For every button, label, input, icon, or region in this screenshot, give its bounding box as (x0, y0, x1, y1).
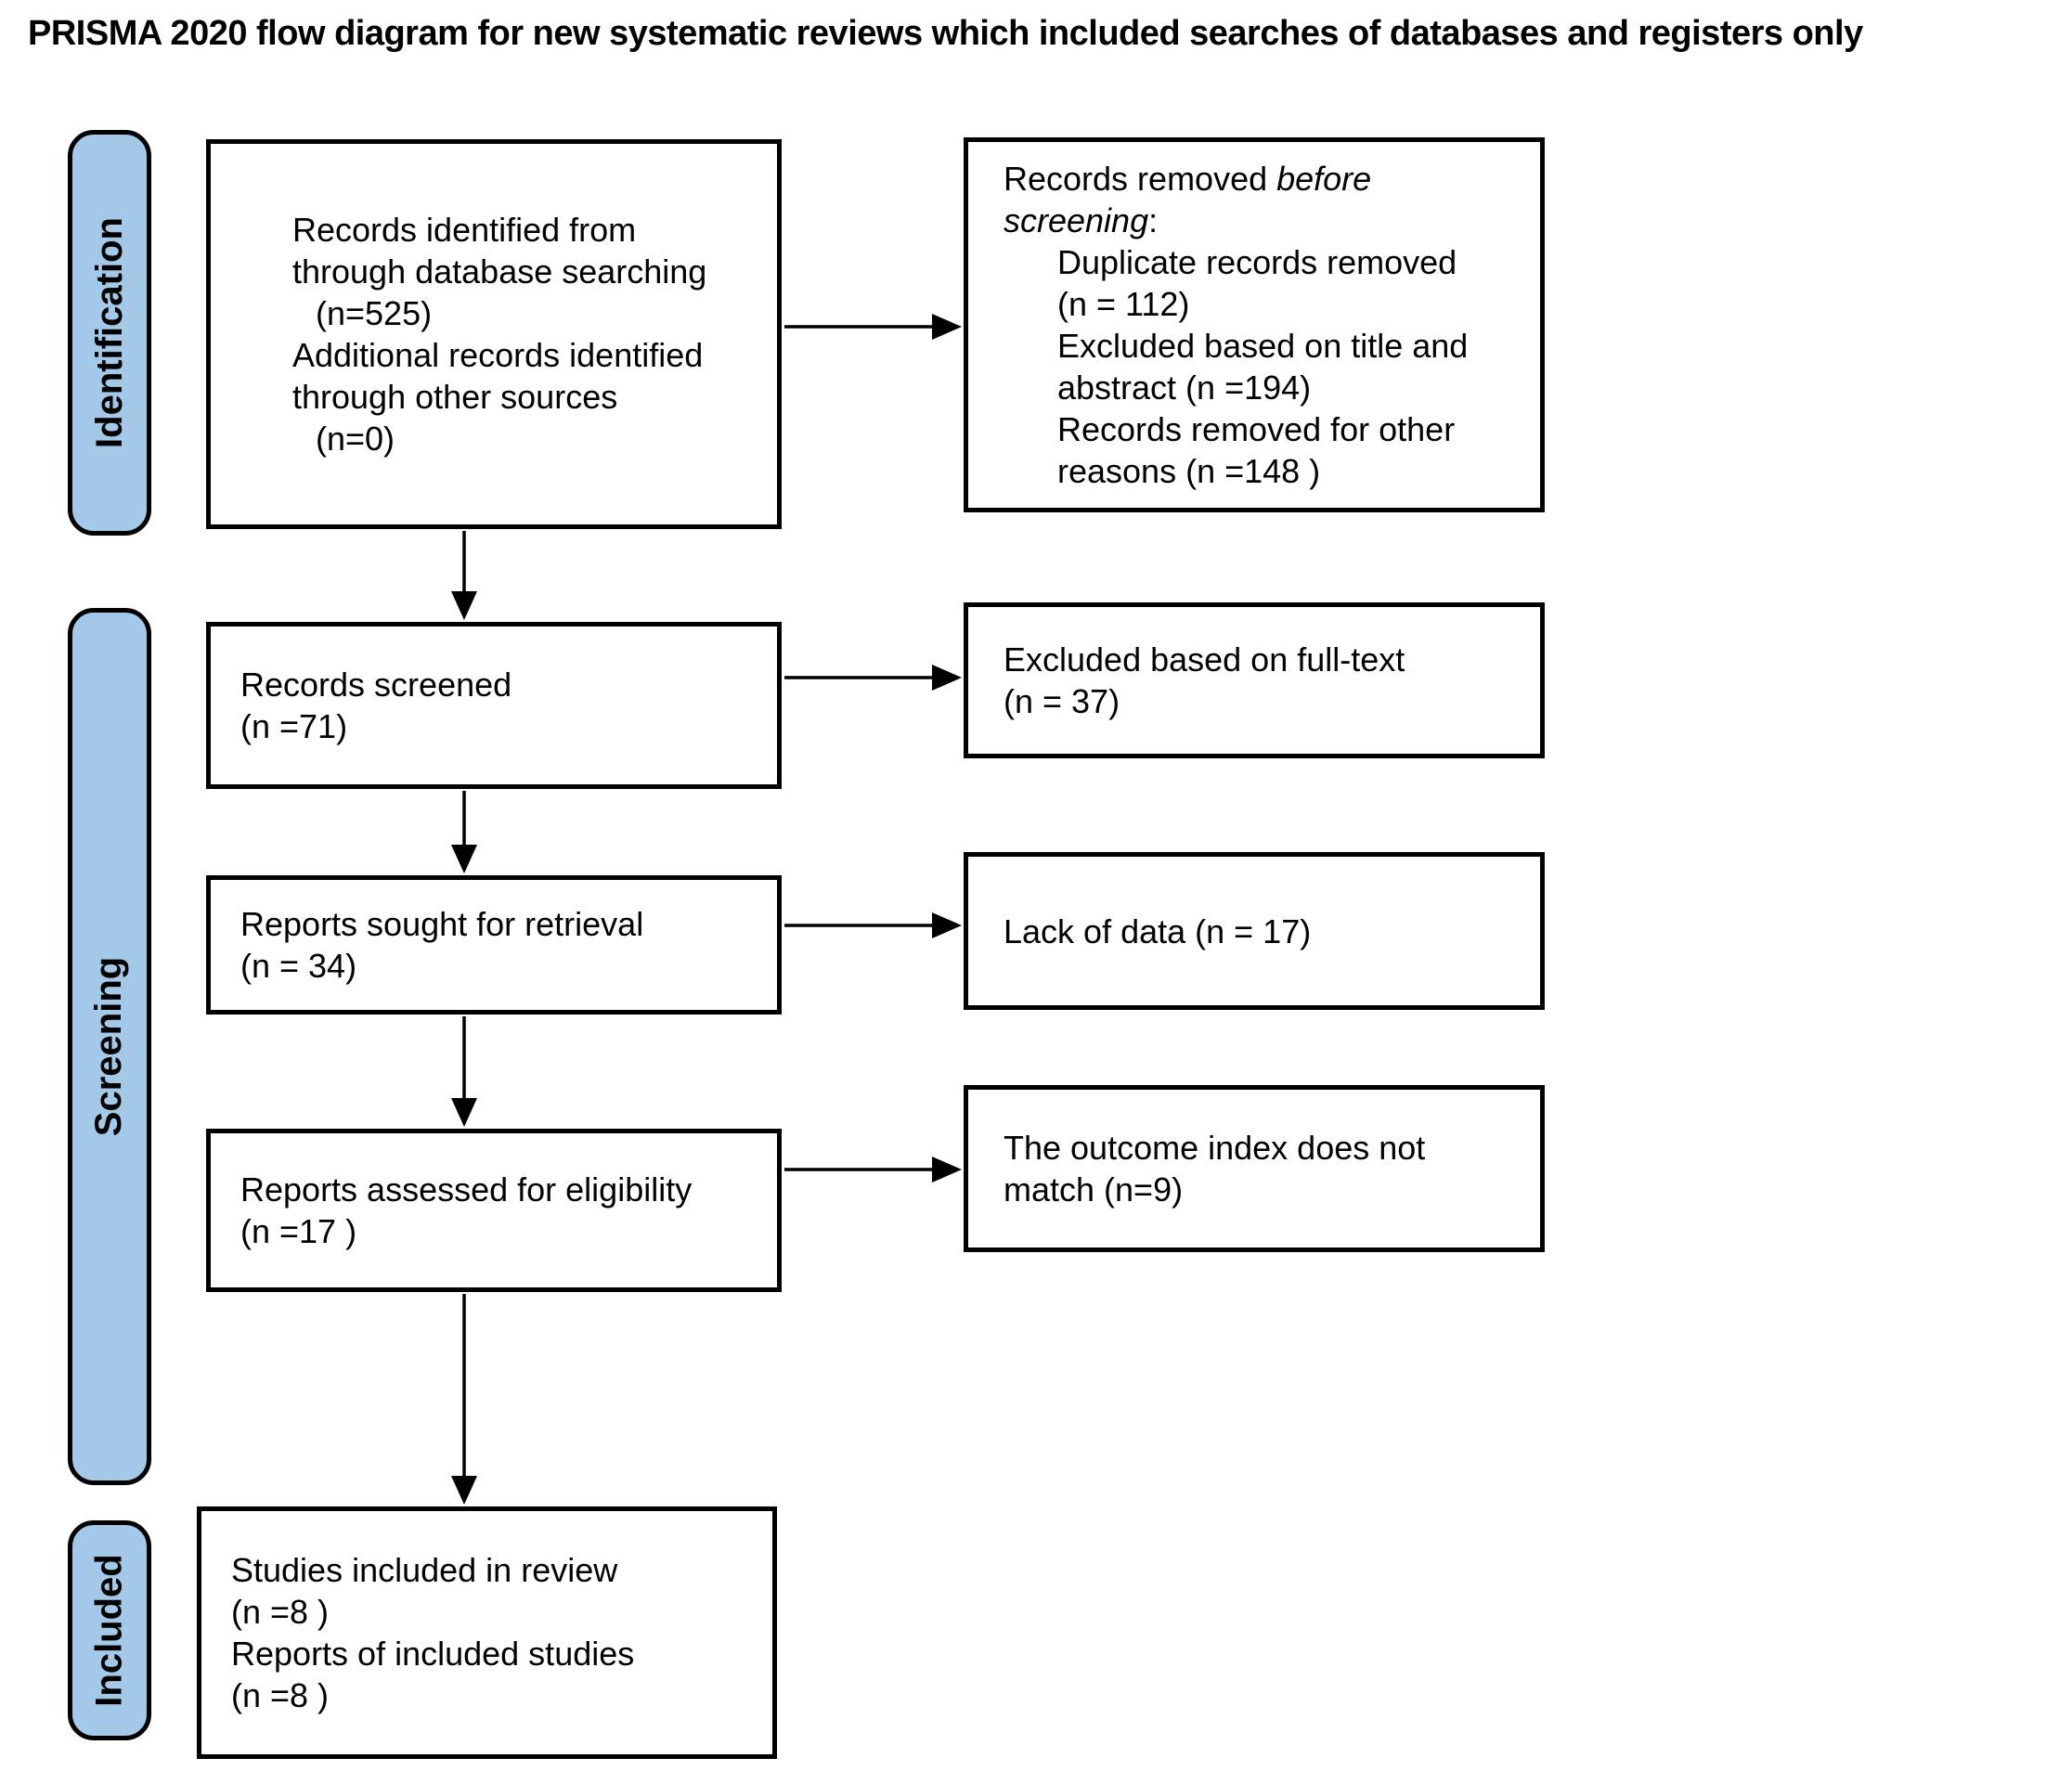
text-line: (n =8 ) (231, 1593, 330, 1631)
text-line: Records identified from (292, 211, 637, 249)
text-segment: Records removed (1004, 160, 1277, 198)
text-line: Records removed for other (1057, 410, 1456, 448)
stage-bar-identification: Identification (68, 130, 151, 536)
arrow-sought-to-lack-of-data (784, 912, 962, 938)
text-line: (n = 37) (1004, 682, 1120, 720)
text-line: The outcome index does not (1004, 1129, 1426, 1167)
box-records-removed: Records removed before screening: Duplic… (964, 137, 1545, 512)
text-line: Reports sought for retrieval (240, 905, 644, 943)
stage-bar-included: Included (68, 1520, 151, 1740)
arrow-identified-to-screened (451, 531, 477, 620)
text-line: reasons (n =148 ) (1057, 452, 1321, 490)
arrow-identified-to-removed (784, 314, 962, 340)
text-line: through database searching (292, 252, 707, 291)
text-line: (n =71) (240, 707, 348, 745)
text-line: match (n=9) (1004, 1170, 1184, 1209)
text-line: Duplicate records removed (1057, 243, 1457, 281)
text-line: through other sources (292, 378, 618, 416)
stage-label-identification: Identification (88, 217, 130, 448)
text-line: Records screened (240, 666, 512, 704)
arrow-assessed-to-mismatch (784, 1157, 962, 1183)
box-studies-included: Studies included in review (n =8 ) Repor… (197, 1506, 777, 1759)
text-line: Excluded based on full-text (1004, 640, 1405, 679)
text-line: Additional records identified (292, 336, 704, 374)
arrow-screened-to-excluded (784, 665, 962, 691)
text-segment: : (1148, 201, 1159, 239)
box-excluded-full-text: Excluded based on full-text (n = 37) (964, 602, 1545, 758)
box-records-screened: Records screened (n =71) (206, 622, 782, 789)
text-line: Studies included in review (231, 1551, 618, 1589)
text-line: Reports of included studies (231, 1635, 635, 1673)
text-line: Excluded based on title and (1057, 327, 1469, 365)
text-line: (n =17 ) (240, 1212, 357, 1250)
box-records-identified: Records identified from through database… (206, 139, 782, 529)
stage-label-included: Included (88, 1554, 130, 1707)
box-reports-assessed: Reports assessed for eligibility (n =17 … (206, 1129, 782, 1292)
arrow-assessed-to-included (451, 1294, 477, 1505)
box-outcome-mismatch: The outcome index does not match (n=9) (964, 1085, 1545, 1252)
text-line: (n=0) (316, 420, 395, 458)
box-reports-sought: Reports sought for retrieval (n = 34) (206, 875, 782, 1015)
box-lack-of-data: Lack of data (n = 17) (964, 852, 1545, 1010)
arrow-sought-to-assessed (451, 1016, 477, 1127)
text-line: (n =8 ) (231, 1676, 330, 1714)
text-line: (n = 112) (1057, 285, 1190, 323)
text-segment-italic: before screening (1004, 160, 1372, 239)
text-line: (n=525) (316, 294, 433, 332)
stage-label-screening: Screening (88, 956, 130, 1137)
stage-bar-screening: Screening (68, 608, 151, 1485)
text-line: (n = 34) (240, 947, 357, 985)
arrow-screened-to-sought (451, 791, 477, 873)
text-line: Reports assessed for eligibility (240, 1170, 693, 1209)
text-line: Records removed before screening: (1004, 158, 1503, 241)
text-line: Lack of data (n = 17) (1004, 911, 1312, 950)
page-title: PRISMA 2020 flow diagram for new systema… (28, 14, 1863, 53)
text-line: abstract (n =194) (1057, 368, 1312, 407)
